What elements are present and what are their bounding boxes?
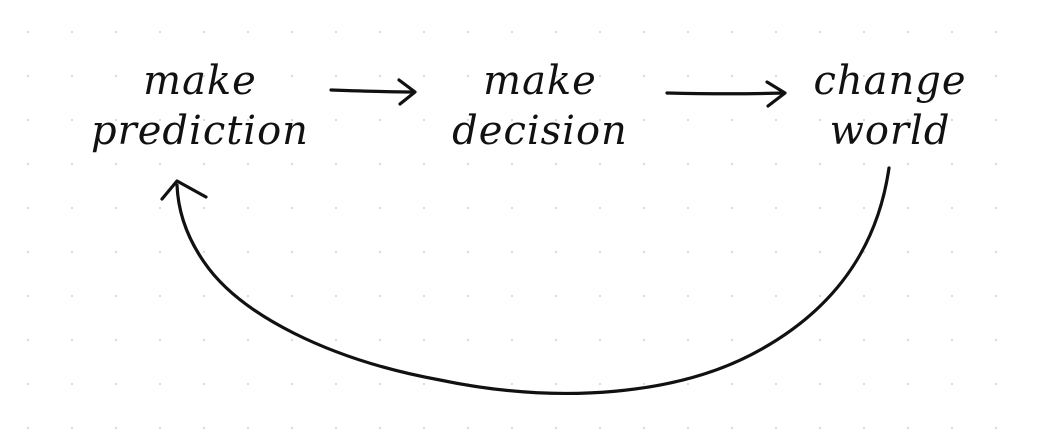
node-change-world: change world <box>790 56 990 156</box>
arrow-decision-to-change <box>665 80 787 108</box>
node-make-decision-line2: decision <box>452 108 628 154</box>
node-make-prediction-line1: make <box>143 58 257 104</box>
node-change-world-line1: change <box>813 58 967 104</box>
node-change-world-line2: world <box>829 108 951 154</box>
node-make-decision: make decision <box>430 56 650 156</box>
node-make-prediction: make prediction <box>80 56 320 156</box>
arrow-prediction-to-decision <box>329 78 417 106</box>
node-make-prediction-line2: prediction <box>91 108 309 154</box>
arrow-loop-change-to-prediction <box>160 166 891 395</box>
node-make-decision-line1: make <box>483 58 597 104</box>
